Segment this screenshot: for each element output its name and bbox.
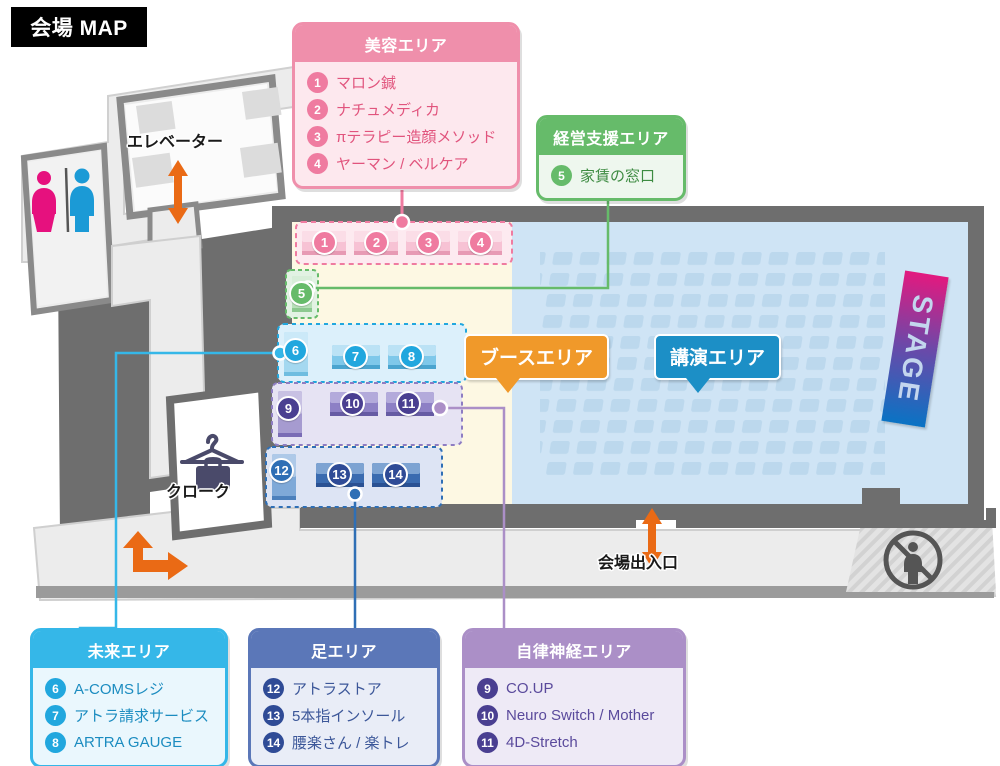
legend-number: 10 bbox=[477, 705, 498, 726]
lecture-area-callout: 講演エリア bbox=[654, 334, 782, 393]
legend-number: 7 bbox=[45, 705, 66, 726]
legend-items-future: 6 A-COMSレジ 7 アトラ請求サービス 8 ARTRA GAUGE bbox=[33, 668, 225, 765]
legend-label: マロン鍼 bbox=[336, 75, 397, 92]
legend-card-business: 経営支援エリア 5 家賃の窓口 bbox=[536, 115, 686, 201]
booth-marker-12[interactable]: 12 bbox=[269, 458, 294, 483]
legend-card-autonomic: 自律神経エリア 9 CO.UP 10 Neuro Switch / Mother… bbox=[462, 628, 686, 766]
legend-card-beauty: 美容エリア 1 マロン鍼 2 ナチュメディカ 3 πテラピー造顔メソッド 4 ヤ… bbox=[292, 22, 520, 189]
legend-items-foot: 12 アトラストア 13 5本指インソール 14 腰楽さん / 楽トレ bbox=[251, 668, 437, 765]
booth-marker-14[interactable]: 14 bbox=[383, 462, 408, 487]
booth-area-callout: ブースエリア bbox=[464, 334, 610, 393]
legend-number: 4 bbox=[307, 153, 328, 174]
legend-items-beauty: 1 マロン鍼 2 ナチュメディカ 3 πテラピー造顔メソッド 4 ヤーマン / … bbox=[295, 62, 517, 186]
legend-item[interactable]: 11 4D-Stretch bbox=[475, 729, 673, 756]
legend-number: 6 bbox=[45, 678, 66, 699]
legend-item[interactable]: 9 CO.UP bbox=[475, 675, 673, 702]
booth-marker-11[interactable]: 11 bbox=[396, 391, 421, 416]
legend-item[interactable]: 7 アトラ請求サービス bbox=[43, 702, 215, 729]
legend-title-beauty: 美容エリア bbox=[295, 25, 517, 62]
booth-marker-5[interactable]: 5 bbox=[289, 281, 314, 306]
legend-item[interactable]: 6 A-COMSレジ bbox=[43, 675, 215, 702]
restroom-female-icon bbox=[32, 171, 56, 232]
legend-card-foot: 足エリア 12 アトラストア 13 5本指インソール 14 腰楽さん / 楽トレ bbox=[248, 628, 440, 766]
legend-number: 2 bbox=[307, 99, 328, 120]
legend-item[interactable]: 4 ヤーマン / ベルケア bbox=[305, 150, 507, 177]
page-title: 会場 MAP bbox=[8, 4, 150, 50]
elevator-label: エレベーター bbox=[127, 134, 224, 151]
legend-items-business: 5 家賃の窓口 bbox=[539, 155, 683, 198]
up-down-arrow-icon-elevator bbox=[168, 160, 188, 224]
legend-number: 13 bbox=[263, 705, 284, 726]
legend-label: Neuro Switch / Mother bbox=[506, 707, 655, 724]
legend-label: 4D-Stretch bbox=[506, 734, 578, 751]
legend-label: A-COMSレジ bbox=[74, 681, 165, 698]
legend-number: 5 bbox=[551, 165, 572, 186]
legend-item[interactable]: 8 ARTRA GAUGE bbox=[43, 729, 215, 756]
legend-title-foot: 足エリア bbox=[251, 631, 437, 668]
legend-number: 11 bbox=[477, 732, 498, 753]
legend-card-future: 未来エリア 6 A-COMSレジ 7 アトラ請求サービス 8 ARTRA GAU… bbox=[30, 628, 228, 766]
legend-number: 12 bbox=[263, 678, 284, 699]
legend-number: 8 bbox=[45, 732, 66, 753]
legend-item[interactable]: 5 家賃の窓口 bbox=[549, 162, 673, 189]
legend-item[interactable]: 12 アトラストア bbox=[261, 675, 427, 702]
legend-item[interactable]: 1 マロン鍼 bbox=[305, 69, 507, 96]
legend-label: 腰楽さん / 楽トレ bbox=[292, 735, 410, 752]
legend-label: アトラ請求サービス bbox=[74, 708, 210, 725]
legend-number: 14 bbox=[263, 732, 284, 753]
booth-marker-13[interactable]: 13 bbox=[327, 462, 352, 487]
legend-title-autonomic: 自律神経エリア bbox=[465, 631, 683, 668]
legend-label: ARTRA GAUGE bbox=[74, 734, 183, 751]
legend-number: 9 bbox=[477, 678, 498, 699]
legend-title-future: 未来エリア bbox=[33, 631, 225, 668]
booth-marker-8[interactable]: 8 bbox=[399, 344, 424, 369]
legend-item[interactable]: 13 5本指インソール bbox=[261, 702, 427, 729]
restroom-male-icon bbox=[70, 168, 94, 232]
booth-marker-10[interactable]: 10 bbox=[340, 391, 365, 416]
no-pedestrian-icon bbox=[883, 530, 943, 590]
legend-title-business: 経営支援エリア bbox=[539, 118, 683, 155]
legend-label: ヤーマン / ベルケア bbox=[336, 156, 469, 173]
legend-item[interactable]: 14 腰楽さん / 楽トレ bbox=[261, 729, 427, 756]
coat-hanger-bag-icon bbox=[180, 433, 244, 464]
booth-marker-4[interactable]: 4 bbox=[468, 230, 493, 255]
legend-item[interactable]: 10 Neuro Switch / Mother bbox=[475, 702, 673, 729]
booth-marker-1[interactable]: 1 bbox=[312, 230, 337, 255]
legend-item[interactable]: 2 ナチュメディカ bbox=[305, 96, 507, 123]
legend-label: CO.UP bbox=[506, 680, 554, 697]
legend-number: 3 bbox=[307, 126, 328, 147]
curved-arrow-icon bbox=[123, 531, 188, 580]
booth-marker-2[interactable]: 2 bbox=[364, 230, 389, 255]
legend-number: 1 bbox=[307, 72, 328, 93]
booth-marker-3[interactable]: 3 bbox=[416, 230, 441, 255]
booth-area-label: ブースエリア bbox=[480, 348, 594, 369]
booth-marker-7[interactable]: 7 bbox=[343, 344, 368, 369]
entrance-label: 会場出入口 bbox=[598, 555, 679, 572]
lecture-area-label: 講演エリア bbox=[670, 348, 766, 369]
legend-label: πテラピー造顔メソッド bbox=[336, 129, 497, 146]
booth-marker-6[interactable]: 6 bbox=[283, 338, 308, 363]
cloak-bag-icon bbox=[196, 457, 230, 490]
legend-label: 家賃の窓口 bbox=[580, 168, 656, 185]
up-down-arrow-icon-entrance bbox=[642, 508, 662, 568]
legend-item[interactable]: 3 πテラピー造顔メソッド bbox=[305, 123, 507, 150]
legend-label: アトラストア bbox=[292, 681, 382, 698]
cloakroom-label: クローク bbox=[166, 484, 231, 501]
booth-marker-9[interactable]: 9 bbox=[276, 396, 301, 421]
legend-items-autonomic: 9 CO.UP 10 Neuro Switch / Mother 11 4D-S… bbox=[465, 668, 683, 765]
legend-label: ナチュメディカ bbox=[336, 102, 440, 119]
legend-label: 5本指インソール bbox=[292, 708, 406, 725]
